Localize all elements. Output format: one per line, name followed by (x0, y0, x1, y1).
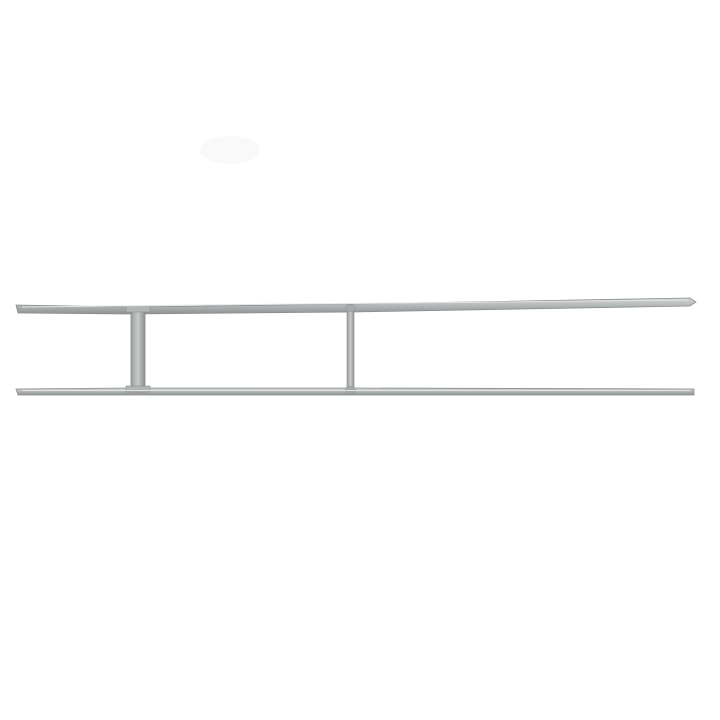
left-post (125, 305, 151, 393)
top-rail-highlight (21, 299, 689, 308)
right-post (345, 304, 356, 394)
background-smudge (200, 136, 260, 164)
